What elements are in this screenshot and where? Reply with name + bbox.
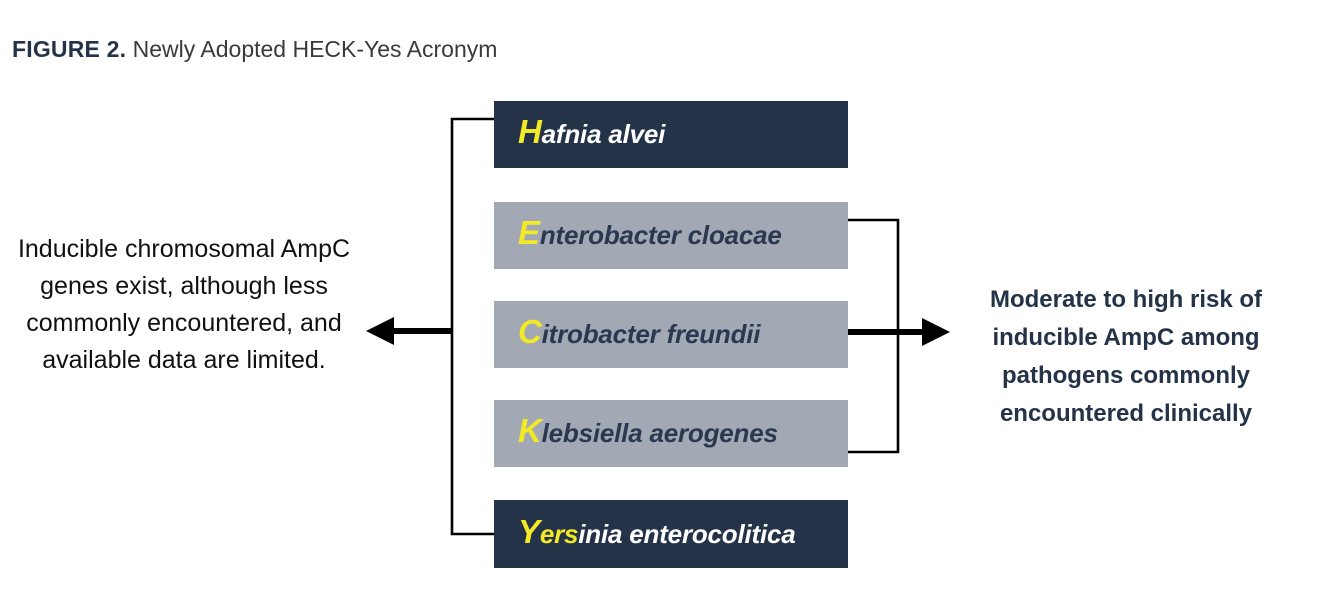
species-rest-hafnia-alvei: afnia alvei [541, 119, 666, 149]
left-arrowhead-icon [366, 317, 394, 345]
figure-caption-text: Newly Adopted HECK-Yes Acronym [132, 36, 498, 62]
species-box-enterobacter-cloacae[interactable]: Enterobacter cloacae [494, 202, 848, 269]
species-rest-yersinia-enterocolitica: inia enterocolitica [578, 518, 796, 549]
right-arrowhead-icon [922, 318, 950, 346]
species-box-klebsiella-aerogenes[interactable]: Klebsiella aerogenes [494, 400, 848, 467]
left-bracket-path [450, 117, 494, 536]
species-box-yersinia-enterocolitica[interactable]: Yersinia enterocolitica [494, 500, 848, 568]
species-rest-klebsiella-aerogenes: lebsiella aerogenes [541, 418, 778, 448]
acronym-letter-k: K [518, 412, 542, 449]
species-label-citrobacter-freundii: Citrobacter freundii [518, 315, 761, 350]
acronym-letter-h: H [518, 113, 542, 150]
species-rest-enterobacter-cloacae: nterobacter cloacae [539, 220, 782, 250]
species-label-klebsiella-aerogenes: Klebsiella aerogenes [518, 414, 778, 449]
acronym-letter-y: Y [518, 512, 540, 550]
annotation-left: Inducible chromosomal AmpC genes exist, … [17, 235, 351, 374]
figure-label: FIGURE 2. [12, 36, 127, 62]
species-label-hafnia-alvei: Hafnia alvei [518, 115, 666, 150]
acronym-letter-e: E [518, 214, 540, 251]
acronym-letter-c: C [518, 313, 542, 350]
right-bracket-path [848, 218, 900, 454]
species-label-enterobacter-cloacae: Enterobacter cloacae [518, 216, 782, 251]
species-box-hafnia-alvei[interactable]: Hafnia alvei [494, 101, 848, 168]
acronym-run-yes: ers [539, 518, 579, 549]
species-label-yersinia-enterocolitica: Yersinia enterocolitica [518, 515, 796, 550]
annotation-right: Moderate to high risk of inducible AmpC … [989, 286, 1262, 427]
species-box-citrobacter-freundii[interactable]: Citrobacter freundii [494, 301, 848, 368]
species-rest-citrobacter-freundii: itrobacter freundii [541, 319, 761, 349]
figure-title: FIGURE 2. Newly Adopted HECK-Yes Acronym [12, 34, 497, 64]
